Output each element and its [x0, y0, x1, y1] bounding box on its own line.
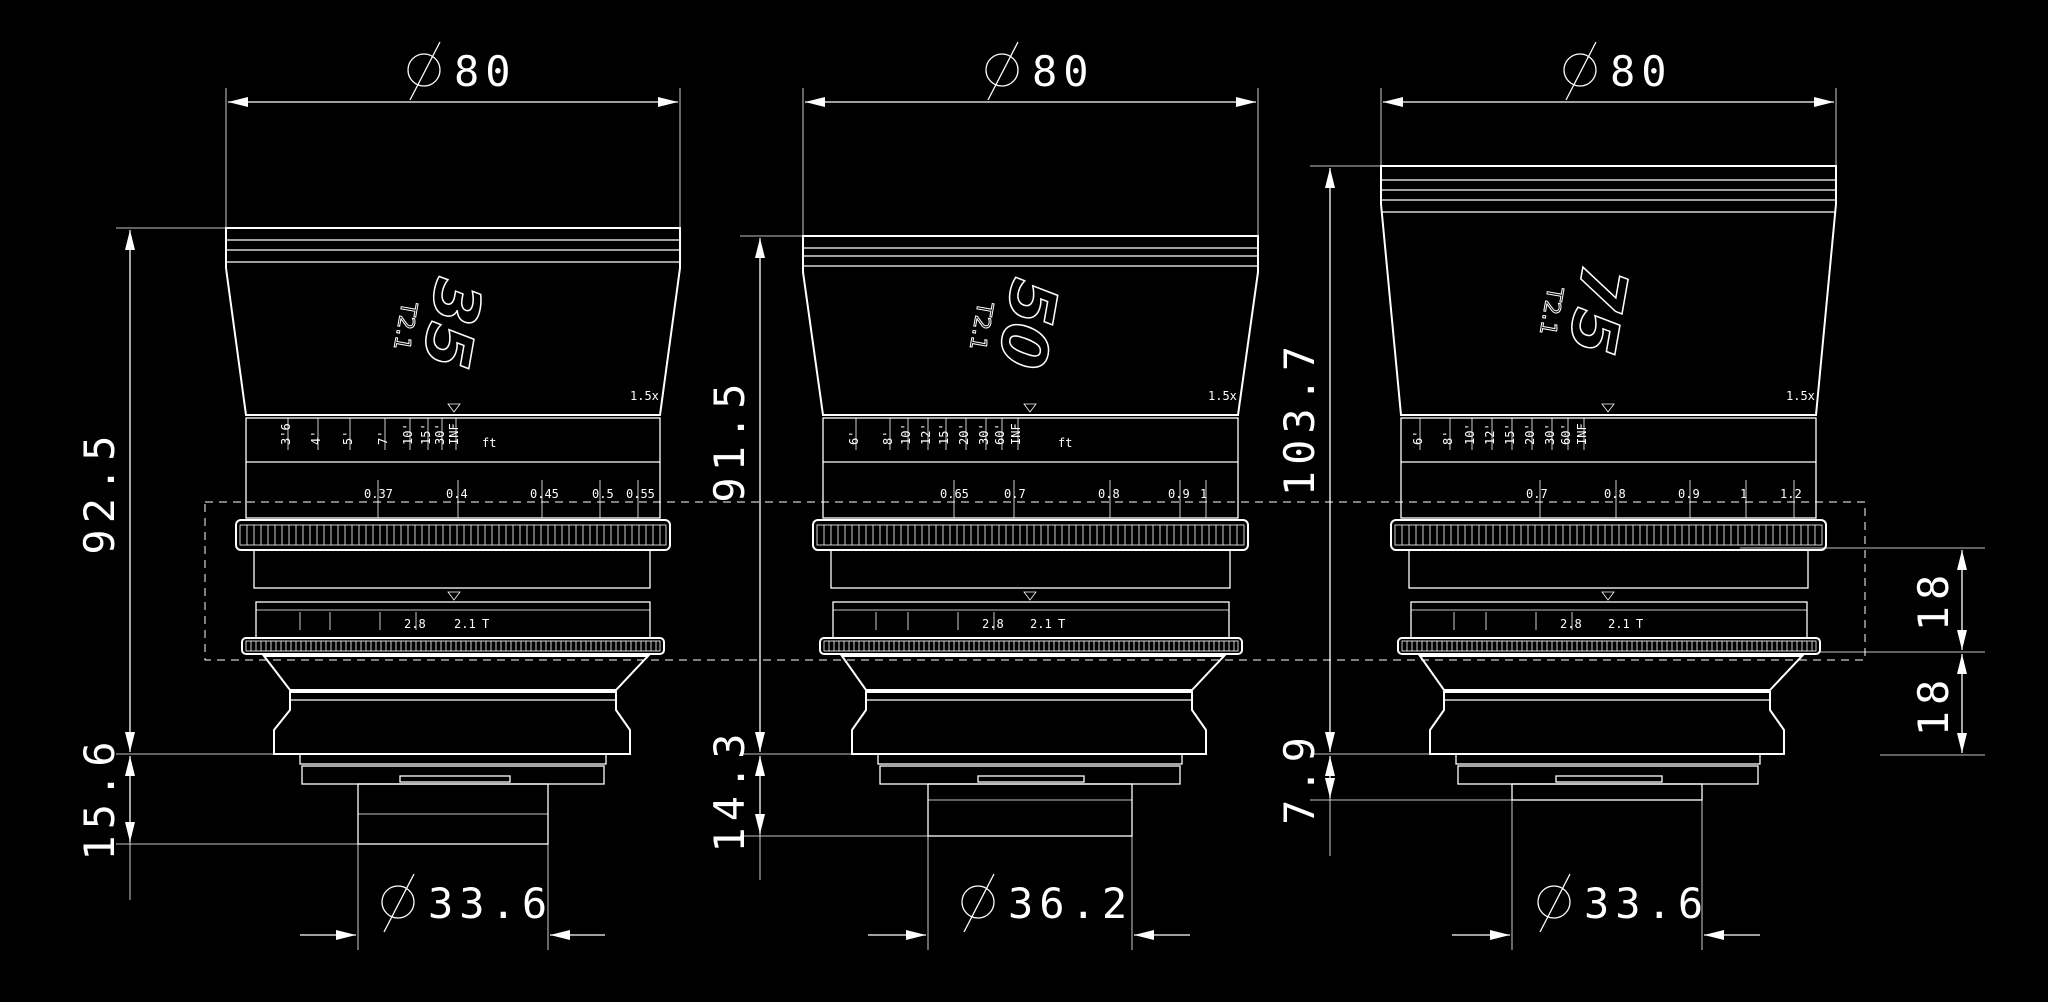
- svg-text:7': 7': [376, 431, 390, 445]
- mount-diameter-35: 33.6: [428, 879, 553, 928]
- tstop-scale-75: 2.8 2.1 T: [1453, 612, 1643, 631]
- svg-text:0.7: 0.7: [1004, 487, 1026, 501]
- svg-text:6': 6': [1411, 431, 1425, 445]
- svg-text:0.9: 0.9: [1678, 487, 1700, 501]
- svg-text:12': 12': [1483, 423, 1497, 445]
- svg-text:20': 20': [957, 423, 971, 445]
- svg-text:30': 30': [1543, 423, 1557, 445]
- m-scale-35: 0.37 0.4 0.45 0.5 0.55: [364, 480, 655, 518]
- lens-35: 80 35 T2.1 1.5x 3'6 4' 5' 7' 10' 15' 3: [75, 41, 681, 950]
- svg-text:1.2: 1.2: [1780, 487, 1802, 501]
- lens-50: 80 50 T 2.1 1.5x 6' 8' 10' 12' 15' 20' 30…: [705, 41, 1259, 950]
- svg-text:15': 15': [1503, 423, 1517, 445]
- svg-text:T: T: [1058, 617, 1065, 631]
- svg-text:10': 10': [1463, 423, 1477, 445]
- svg-text:8': 8': [881, 431, 895, 445]
- diameter-symbol-icon: [1563, 41, 1597, 101]
- svg-text:ft: ft: [482, 436, 496, 450]
- svg-text:2.8: 2.8: [1560, 617, 1582, 631]
- diameter-symbol-icon: [961, 873, 995, 933]
- focal-label-50: 50: [983, 273, 1071, 374]
- focal-label-35: 35: [407, 273, 495, 374]
- mount-diameter-75: 33.6: [1584, 879, 1709, 928]
- height-75: 103.7: [1275, 340, 1324, 496]
- top-diameter-35: 80: [454, 47, 517, 96]
- svg-text:10': 10': [899, 423, 913, 445]
- svg-text:12': 12': [919, 423, 933, 445]
- svg-text:INF: INF: [1009, 423, 1023, 445]
- mount-length-35: 15.6: [75, 735, 124, 860]
- ft-scale-75: 6' 8' 10' 12' 15' 20' 30' 60' INF: [1411, 418, 1589, 450]
- svg-text:3'6: 3'6: [279, 423, 293, 445]
- gear-dimensions: 18 18: [1740, 547, 1985, 756]
- svg-text:0.55: 0.55: [626, 487, 655, 501]
- svg-text:20': 20': [1523, 423, 1537, 445]
- svg-text:2.8: 2.8: [404, 617, 426, 631]
- svg-text:2.1: 2.1: [1608, 617, 1630, 631]
- svg-text:0.4: 0.4: [446, 487, 468, 501]
- svg-text:15': 15': [419, 423, 433, 445]
- mount-diameter-50: 36.2: [1008, 879, 1133, 928]
- svg-text:5': 5': [341, 431, 355, 445]
- svg-text:ft: ft: [1058, 436, 1072, 450]
- svg-text:0.8: 0.8: [1604, 487, 1626, 501]
- squeeze-label-35: 1.5x: [630, 389, 659, 403]
- svg-text:T: T: [482, 617, 489, 631]
- gear-dim-lower: 18: [1909, 674, 1958, 737]
- svg-text:2.8: 2.8: [982, 617, 1004, 631]
- svg-text:T: T: [1636, 617, 1643, 631]
- svg-text:0.45: 0.45: [530, 487, 559, 501]
- ft-scale-50: 6' 8' 10' 12' 15' 20' 30' 60' INF ft: [847, 418, 1072, 450]
- svg-text:2.1: 2.1: [1030, 617, 1052, 631]
- m-scale-75: 0.7 0.8 0.9 1 1.2: [1526, 480, 1802, 518]
- gear-dim-upper: 18: [1909, 569, 1958, 632]
- top-diameter-75: 80: [1610, 47, 1673, 96]
- tstop-scale-35: 2.8 2.1 T: [299, 612, 489, 631]
- diameter-symbol-icon: [1537, 873, 1571, 933]
- m-scale-50: 0.65 0.7 0.8 0.9 1: [940, 480, 1207, 518]
- svg-text:0.9: 0.9: [1168, 487, 1190, 501]
- gear-region-box: [204, 501, 1866, 661]
- gear-teeth: [246, 525, 1816, 651]
- svg-text:6': 6': [847, 431, 861, 445]
- svg-text:0.5: 0.5: [592, 487, 614, 501]
- svg-text:15': 15': [937, 423, 951, 445]
- diameter-symbol-icon: [985, 41, 1019, 101]
- svg-text:0.37: 0.37: [364, 487, 393, 501]
- top-diameter-50: 80: [1032, 47, 1095, 96]
- svg-text:0.65: 0.65: [940, 487, 969, 501]
- mount-length-50: 14.3: [705, 727, 754, 852]
- svg-text:10': 10': [401, 423, 415, 445]
- svg-text:8': 8': [1441, 431, 1455, 445]
- lens-75: 80 75 T 2.1 1.5x 6' 8' 10' 12' 15' 20': [1275, 41, 1837, 950]
- svg-text:INF: INF: [447, 423, 461, 445]
- svg-text:1: 1: [1200, 487, 1207, 501]
- svg-text:2.1: 2.1: [454, 617, 476, 631]
- diameter-symbol-icon: [381, 873, 415, 933]
- svg-text:0.8: 0.8: [1098, 487, 1120, 501]
- svg-text:1: 1: [1740, 487, 1747, 501]
- height-50: 91.5: [705, 377, 754, 502]
- ft-scale-35: 3'6 4' 5' 7' 10' 15' 30' INF ft: [279, 418, 496, 450]
- mount-length-75: 7.9: [1275, 731, 1324, 825]
- svg-text:60': 60': [1559, 423, 1573, 445]
- svg-text:4': 4': [309, 431, 323, 445]
- diameter-symbol-icon: [407, 41, 441, 101]
- svg-text:60': 60': [993, 423, 1007, 445]
- svg-text:30': 30': [433, 423, 447, 445]
- squeeze-label-75: 1.5x: [1786, 389, 1815, 403]
- squeeze-label-50: 1.5x: [1208, 389, 1237, 403]
- tstop-scale-50: 2.8 2.1 T: [875, 612, 1065, 631]
- focal-label-75: 75: [1553, 259, 1641, 360]
- height-35: 92.5: [75, 429, 124, 554]
- svg-text:0.7: 0.7: [1526, 487, 1548, 501]
- svg-text:INF: INF: [1575, 423, 1589, 445]
- svg-text:30': 30': [977, 423, 991, 445]
